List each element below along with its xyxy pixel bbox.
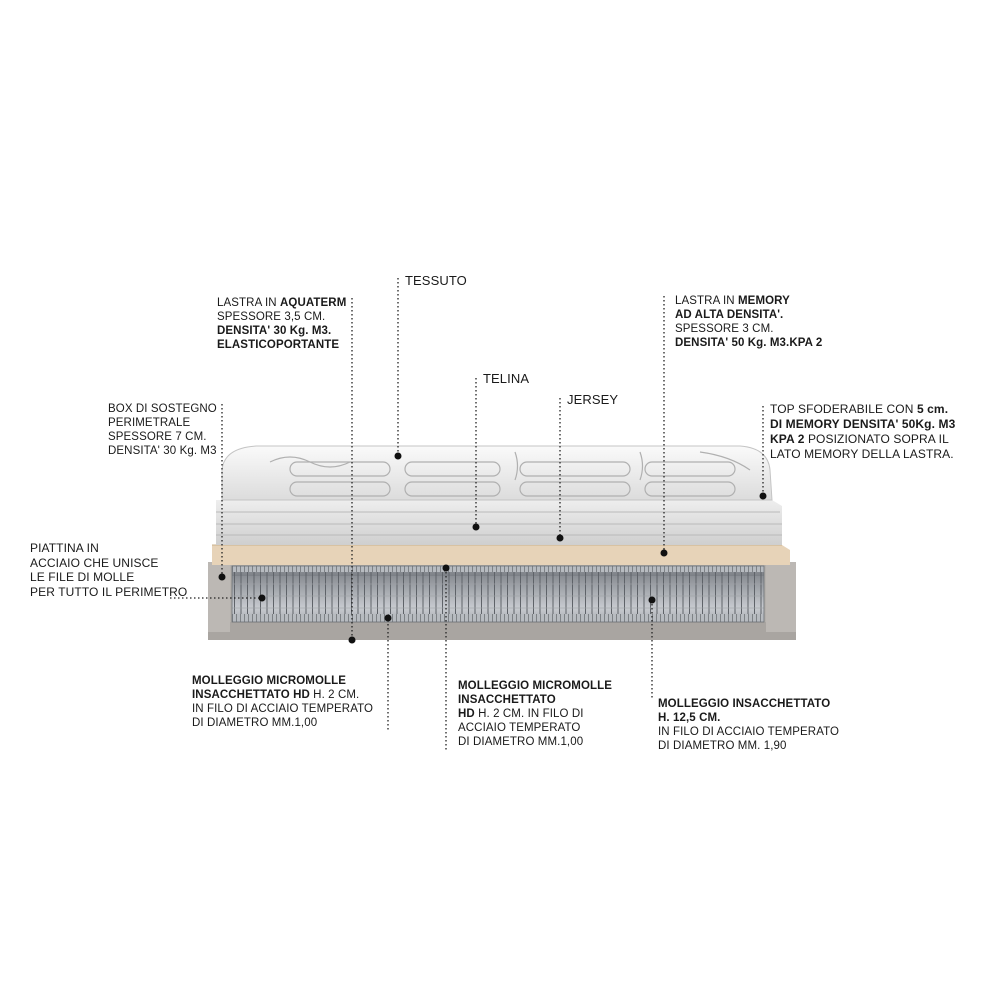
- label-micro-springs-center: MOLLEGGIO MICROMOLLE INSACCHETTATO HD H.…: [458, 679, 612, 749]
- top-line-1a: TOP SFODERABILE CON: [770, 402, 917, 416]
- label-aquaterm-slab: LASTRA IN AQUATERM SPESSORE 3,5 CM. DENS…: [217, 296, 346, 352]
- piattina-line-4: PER TUTTO IL PERIMETRO: [30, 584, 188, 599]
- label-support-box: BOX DI SOSTEGNO PERIMETRALE SPESSORE 7 C…: [108, 402, 217, 458]
- pocket-line-3: IN FILO DI ACCIAIO TEMPERATO: [658, 726, 840, 738]
- micro-center-line-1: MOLLEGGIO MICROMOLLE: [458, 680, 613, 692]
- memory-line-3: SPESSORE 3 CM.: [675, 323, 774, 335]
- micro-hd-line-3: IN FILO DI ACCIAIO TEMPERATO: [192, 703, 374, 715]
- micro-hd-line-4: DI DIAMETRO MM.1,00: [192, 717, 318, 729]
- micro-hd-line-1: MOLLEGGIO MICROMOLLE: [192, 675, 347, 687]
- label-pocket-springs: MOLLEGGIO INSACCHETTATO H. 12,5 CM. IN F…: [658, 697, 839, 753]
- leader-lines: [170, 278, 764, 752]
- telina-text: TELINA: [483, 371, 530, 386]
- piattina-line-1: PIATTINA IN: [30, 541, 99, 555]
- memory-line-1b: MEMORY: [738, 295, 790, 307]
- label-removable-top: TOP SFODERABILE CON 5 cm. DI MEMORY DENS…: [770, 402, 955, 462]
- box-line-2: PERIMETRALE: [108, 417, 191, 429]
- quilted-top-layer: [221, 445, 773, 501]
- memory-line-2: AD ALTA DENSITA'.: [675, 309, 784, 321]
- top-line-4: LATO MEMORY DELLA LASTRA.: [770, 447, 954, 461]
- aquaterm-line-2: SPESSORE 3,5 CM.: [217, 311, 326, 323]
- pocket-line-1: MOLLEGGIO INSACCHETTATO: [658, 698, 831, 710]
- foam-layers: [216, 500, 782, 545]
- top-line-1b: 5 cm.: [916, 402, 949, 416]
- top-line-2: DI MEMORY DENSITA' 50Kg. M3: [770, 417, 956, 431]
- micro-center-line-3a: HD: [458, 708, 475, 720]
- label-tessuto: TESSUTO: [405, 274, 467, 288]
- label-jersey: JERSEY: [567, 393, 618, 407]
- leader-endpoints: [218, 452, 767, 644]
- top-line-1: TOP SFODERABILE CON 5 cm.: [770, 402, 955, 417]
- aquaterm-line-4: ELASTICOPORTANTE: [217, 339, 340, 351]
- piattina-line-3: LE FILE DI MOLLE: [30, 570, 135, 584]
- label-micro-springs-hd: MOLLEGGIO MICROMOLLE INSACCHETTATO HD H.…: [192, 674, 373, 730]
- micro-center-line-5: DI DIAMETRO MM.1,00: [458, 736, 584, 748]
- micro-center-line-3b: H. 2 CM. IN FILO DI: [474, 708, 584, 720]
- micro-hd-line-2: INSACCHETTATO HD H. 2 CM.: [192, 688, 373, 702]
- box-line-4: DENSITA' 30 Kg. M3: [108, 445, 217, 457]
- aquaterm-line-1a: LASTRA IN: [217, 297, 280, 309]
- micro-center-line-4: ACCIAIO TEMPERATO: [458, 722, 581, 734]
- pocket-line-2: H. 12,5 CM.: [658, 712, 721, 724]
- micro-center-line-3: HD H. 2 CM. IN FILO DI: [458, 707, 612, 721]
- piattina-line-2: ACCIAIO CHE UNISCE: [30, 555, 159, 570]
- memory-foam-layer: [212, 544, 790, 565]
- jersey-text: JERSEY: [567, 392, 619, 407]
- aquaterm-line-1b: AQUATERM: [280, 297, 347, 309]
- memory-line-4: DENSITA' 50 Kg. M3.KPA 2: [675, 337, 823, 349]
- top-line-3b: POSIZIONATO SOPRA IL: [804, 432, 949, 446]
- box-line-1: BOX DI SOSTEGNO: [108, 403, 217, 415]
- micro-hd-line-2a: INSACCHETTATO HD: [192, 689, 310, 701]
- label-steel-strip: PIATTINA IN ACCIAIO CHE UNISCE LE FILE D…: [30, 541, 187, 599]
- pocket-spring-core: [231, 565, 765, 623]
- memory-line-1: LASTRA IN MEMORY: [675, 294, 822, 308]
- label-memory-slab: LASTRA IN MEMORY AD ALTA DENSITA'. SPESS…: [675, 294, 822, 350]
- micro-center-line-2: INSACCHETTATO: [458, 694, 556, 706]
- micro-hd-line-2b: H. 2 CM.: [309, 689, 360, 701]
- box-line-3: SPESSORE 7 CM.: [108, 431, 207, 443]
- pocket-line-4: DI DIAMETRO MM. 1,90: [658, 740, 787, 752]
- memory-line-1a: LASTRA IN: [675, 295, 738, 307]
- label-telina: TELINA: [483, 372, 529, 386]
- top-line-3a: KPA 2: [770, 432, 805, 446]
- aquaterm-line-1: LASTRA IN AQUATERM: [217, 296, 346, 310]
- top-line-3: KPA 2 POSIZIONATO SOPRA IL: [770, 432, 955, 447]
- tessuto-text: TESSUTO: [405, 273, 467, 288]
- aquaterm-line-3: DENSITA' 30 Kg. M3.: [217, 325, 332, 337]
